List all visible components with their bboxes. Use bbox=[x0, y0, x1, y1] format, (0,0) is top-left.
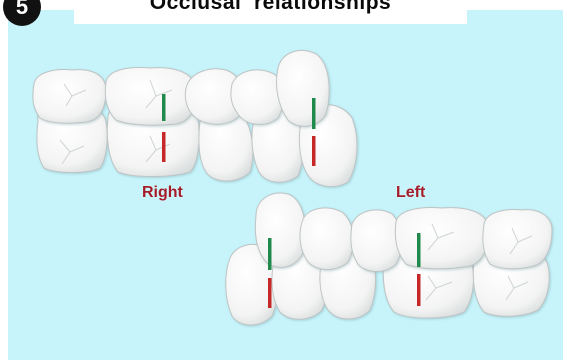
left-upper-marker-1 bbox=[268, 238, 272, 270]
right-upper-marker-1 bbox=[162, 94, 166, 121]
left-lower-marker-2 bbox=[417, 274, 421, 306]
right-upper-molar-1 bbox=[33, 70, 106, 124]
right-upper-canine bbox=[276, 50, 329, 126]
left-upper-molar-1 bbox=[395, 208, 488, 269]
right-label: Right bbox=[142, 184, 183, 202]
left-upper-molar-2 bbox=[483, 210, 552, 269]
left-lower-marker-1 bbox=[268, 278, 272, 308]
right-upper-marker-2 bbox=[312, 98, 316, 129]
left-upper-marker-2 bbox=[417, 233, 421, 267]
left-upper-premolar-2 bbox=[351, 210, 402, 272]
right-lower-marker-2 bbox=[312, 136, 316, 166]
left-upper-premolar-1 bbox=[300, 208, 353, 270]
left-upper-canine bbox=[255, 193, 305, 267]
right-upper-arch bbox=[33, 50, 329, 126]
page-title: Occlusal relationships bbox=[74, 0, 467, 19]
left-label: Left bbox=[396, 184, 425, 202]
right-upper-molar-2 bbox=[105, 68, 196, 126]
right-lower-marker-1 bbox=[162, 132, 166, 162]
